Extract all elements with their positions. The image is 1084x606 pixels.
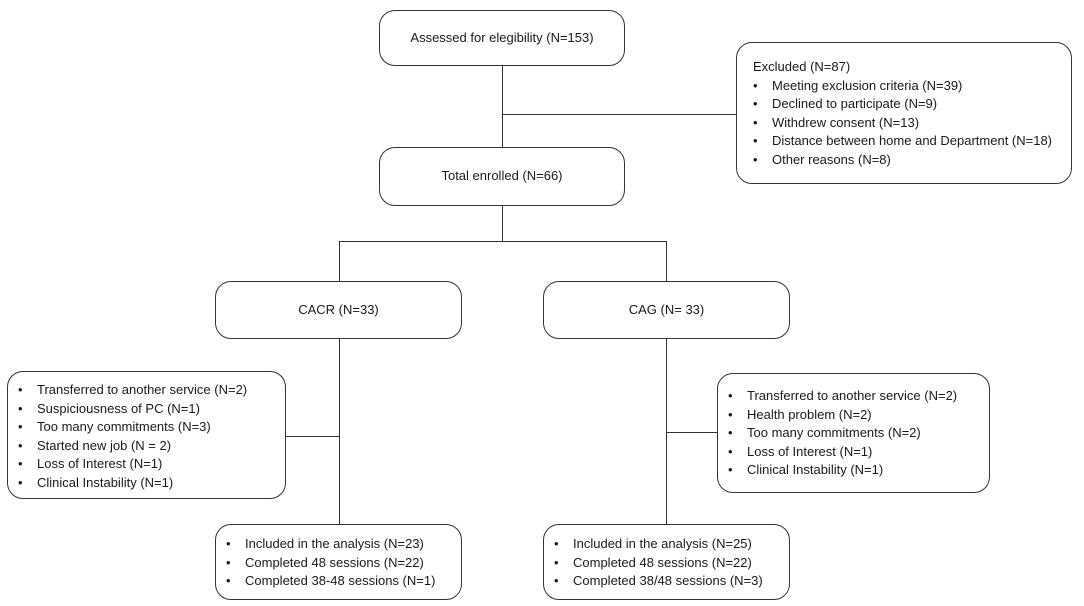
list-item: Completed 38/48 sessions (N=3) (550, 572, 789, 591)
list-item: Included in the analysis (N=25) (550, 535, 789, 554)
cacr-label: CACR (N=33) (298, 301, 379, 317)
list-item: Health problem (N=2) (724, 406, 989, 425)
excluded-title: Excluded (N=87) (753, 59, 851, 74)
connector-to-excluded (502, 114, 737, 116)
list-item: Transferred to another service (N=2) (724, 387, 989, 406)
list-item: Completed 48 sessions (N=22) (222, 554, 461, 573)
list-item: Loss of Interest (N=1) (14, 455, 285, 474)
list-item: Meeting exclusion criteria (N=39) (749, 77, 1071, 96)
list-item: Too many commitments (N=3) (14, 418, 285, 437)
cacr-dropouts-list: Transferred to another service (N=2) Sus… (14, 381, 285, 492)
list-item: Other reasons (N=8) (749, 151, 1071, 170)
list-item: Clinical Instability (N=1) (14, 474, 285, 493)
list-item: Loss of Interest (N=1) (724, 443, 989, 462)
connector-assessed-to-enrolled (502, 65, 504, 147)
connector-cacr-to-analysis (339, 338, 341, 525)
cag-dropouts-box: Transferred to another service (N=2) Hea… (717, 373, 990, 493)
cacr-box: CACR (N=33) (215, 281, 462, 339)
cag-analysis-box: Included in the analysis (N=25) Complete… (543, 524, 790, 600)
cacr-dropouts-box: Transferred to another service (N=2) Sus… (7, 371, 286, 499)
list-item: Clinical Instability (N=1) (724, 461, 989, 480)
connector-cacr-to-dropouts (285, 436, 340, 438)
connector-arm-split (339, 241, 667, 243)
list-item: Declined to participate (N=9) (749, 95, 1071, 114)
assessed-label: Assessed for elegibility (N=153) (410, 29, 594, 45)
list-item: Transferred to another service (N=2) (14, 381, 285, 400)
cacr-analysis-list: Included in the analysis (N=23) Complete… (222, 535, 461, 591)
enrolled-label: Total enrolled (N=66) (441, 168, 563, 184)
excluded-box: Excluded (N=87) Meeting exclusion criter… (736, 42, 1072, 184)
list-item: Completed 38-48 sessions (N=1) (222, 572, 461, 591)
list-item: Suspiciousness of PC (N=1) (14, 400, 285, 419)
cag-analysis-list: Included in the analysis (N=25) Complete… (550, 535, 789, 591)
enrolled-box: Total enrolled (N=66) (379, 147, 625, 206)
cag-box: CAG (N= 33) (543, 281, 790, 339)
connector-cag-to-analysis (666, 338, 668, 525)
cag-label: CAG (N= 33) (628, 301, 705, 317)
list-item: Completed 48 sessions (N=22) (550, 554, 789, 573)
cag-dropouts-list: Transferred to another service (N=2) Hea… (724, 387, 989, 480)
assessed-box: Assessed for elegibility (N=153) (379, 10, 625, 66)
list-item: Distance between home and Department (N=… (749, 132, 1071, 151)
connector-to-cag (666, 241, 668, 281)
list-item: Withdrew consent (N=13) (749, 114, 1071, 133)
connector-to-cacr (339, 241, 341, 281)
list-item: Too many commitments (N=2) (724, 424, 989, 443)
list-item: Included in the analysis (N=23) (222, 535, 461, 554)
list-item: Started new job (N = 2) (14, 437, 285, 456)
cacr-analysis-box: Included in the analysis (N=23) Complete… (215, 524, 462, 600)
connector-enrolled-down (502, 205, 504, 242)
excluded-list: Meeting exclusion criteria (N=39) Declin… (749, 77, 1071, 170)
connector-cag-to-dropouts (666, 432, 718, 434)
